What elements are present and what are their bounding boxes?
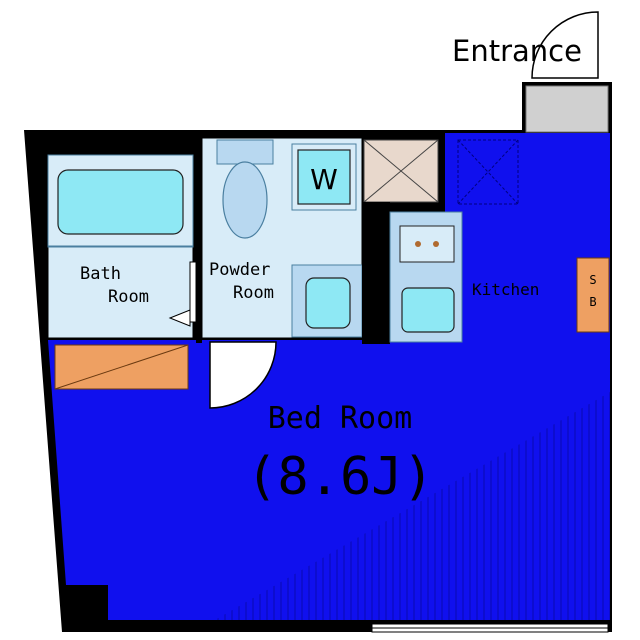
washer-label: W: [310, 163, 338, 196]
wash-basin-icon: [305, 277, 351, 329]
bed-room-label: Bed Room: [268, 401, 413, 436]
powder-room-label-line2: Room: [233, 283, 274, 303]
kitchen-sink-icon: [401, 287, 455, 333]
washer-icon: [297, 149, 351, 205]
bed-room-size-label: (8.6J): [246, 447, 434, 507]
shoe-box: [576, 257, 610, 333]
stove-icon: [399, 225, 455, 263]
powder-door-swing: [209, 341, 277, 409]
genkan-tile: [457, 139, 519, 205]
bath-room-label-line1: Bath: [80, 264, 121, 284]
entrance-floor-edge: [525, 85, 609, 133]
shoe-box-label-b: B: [589, 295, 596, 309]
kitchen-label: Kitchen: [472, 280, 539, 299]
burner-left-icon: [415, 241, 421, 247]
burner-right-icon: [433, 241, 439, 247]
entrance-door-swing: [531, 11, 599, 79]
toilet-tank: [216, 139, 274, 165]
bathtub-icon: [57, 169, 184, 235]
entrance-floor: [526, 86, 608, 132]
entrance-label: Entrance: [452, 34, 582, 68]
shoe-box-label-s: S: [589, 273, 596, 287]
bath-door: [189, 261, 197, 323]
bath-door-arrow-icon: [168, 309, 191, 327]
bath-powder-wall: [196, 138, 202, 343]
toilet-bowl-icon: [222, 161, 268, 239]
powder-kitchen-wall: [362, 202, 390, 344]
powder-room-label-line1: Powder: [209, 260, 270, 280]
bath-room-label-line2: Room: [108, 287, 149, 307]
